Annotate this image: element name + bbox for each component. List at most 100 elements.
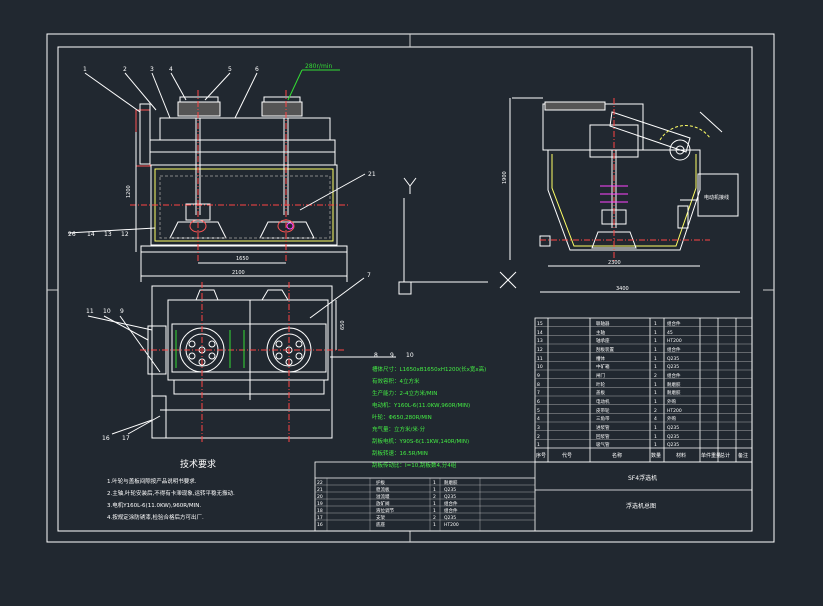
svg-text:2.主轴,叶轮安装后,不得有卡滞现象,运转平稳无振动.: 2.主轴,叶轮安装后,不得有卡滞现象,运转平稳无振动. xyxy=(107,489,235,497)
svg-text:组合件: 组合件 xyxy=(667,346,681,353)
side-view-magenta xyxy=(600,185,628,203)
svg-text:2: 2 xyxy=(123,66,127,73)
svg-text:皮带轮: 皮带轮 xyxy=(596,407,610,414)
svg-text:1: 1 xyxy=(654,425,657,431)
ucs-axis xyxy=(398,177,517,295)
svg-text:Q235: Q235 xyxy=(667,434,679,440)
svg-text:盖板: 盖板 xyxy=(596,389,605,396)
svg-text:名称: 名称 xyxy=(612,452,622,459)
svg-text:Q235: Q235 xyxy=(444,487,456,493)
svg-text:轴承座: 轴承座 xyxy=(596,337,610,344)
svg-text:5: 5 xyxy=(228,66,232,73)
svg-text:溢流堰: 溢流堰 xyxy=(376,493,390,500)
svg-text:电动机: 电动机 xyxy=(596,398,610,405)
svg-text:26: 26 xyxy=(68,231,76,238)
svg-text:14: 14 xyxy=(537,330,543,336)
svg-text:组合件: 组合件 xyxy=(667,320,681,327)
svg-text:1: 1 xyxy=(654,347,657,353)
svg-text:1200: 1200 xyxy=(126,185,132,198)
svg-text:9: 9 xyxy=(537,373,540,379)
svg-text:10: 10 xyxy=(537,364,543,370)
svg-text:4: 4 xyxy=(537,416,540,422)
svg-text:刮板转速：16.5R/MIN: 刮板转速：16.5R/MIN xyxy=(372,449,428,457)
svg-text:Q235: Q235 xyxy=(444,494,456,500)
svg-text:9: 9 xyxy=(120,308,124,315)
svg-text:刮板装置: 刮板装置 xyxy=(596,346,614,353)
svg-text:4: 4 xyxy=(654,416,657,422)
svg-text:液位调节: 液位调节 xyxy=(376,507,394,514)
plan-view-part-numbers: 11 10 9 16 17 7 8 9 10 650 xyxy=(86,272,414,442)
svg-text:闸门: 闸门 xyxy=(596,372,605,379)
svg-text:1.叶轮与盖板间隙按产品说明书要求.: 1.叶轮与盖板间隙按产品说明书要求. xyxy=(107,477,197,485)
svg-text:4: 4 xyxy=(169,66,173,73)
svg-text:刮板传动比：I=10,刮板数4,分4组: 刮板传动比：I=10,刮板数4,分4组 xyxy=(372,461,457,469)
speed-label: 280r/min xyxy=(305,63,332,70)
svg-text:放矿阀: 放矿阀 xyxy=(376,500,390,507)
front-view-part-numbers: 1 2 3 4 5 6 26 14 13 12 21 xyxy=(68,66,376,238)
svg-text:16: 16 xyxy=(317,522,323,528)
svg-text:2: 2 xyxy=(654,408,657,414)
svg-text:2300: 2300 xyxy=(608,260,621,266)
svg-text:1: 1 xyxy=(433,501,436,507)
svg-text:备注: 备注 xyxy=(738,452,748,459)
svg-text:17: 17 xyxy=(122,435,130,442)
svg-text:1: 1 xyxy=(433,480,436,486)
svg-text:8: 8 xyxy=(537,382,540,388)
svg-text:回浆管: 回浆管 xyxy=(596,433,610,440)
svg-text:10: 10 xyxy=(406,352,414,359)
inner-frame xyxy=(57,46,753,532)
svg-text:13: 13 xyxy=(537,338,543,344)
svg-text:4.按规定涂防锈漆,检验合格后方可出厂.: 4.按规定涂防锈漆,检验合格后方可出厂. xyxy=(107,513,204,521)
svg-text:1900: 1900 xyxy=(502,171,508,184)
svg-text:1: 1 xyxy=(433,508,436,514)
svg-text:1: 1 xyxy=(537,442,540,448)
tech-requirements-heading: 技术要求 xyxy=(180,458,216,470)
small-bom-grid xyxy=(315,478,535,531)
spec-list: 槽体尺寸：L1650xB1650xH1200(长x宽x高) 有效容积：4立方米 … xyxy=(372,365,486,469)
svg-text:护板: 护板 xyxy=(376,479,385,486)
svg-text:Q235: Q235 xyxy=(667,356,679,362)
svg-text:9: 9 xyxy=(390,352,394,359)
bom-table-rows xyxy=(535,326,752,440)
svg-text:叶轮: 叶轮 xyxy=(596,381,605,388)
svg-text:电动机：Y160L-6(11.0KW,960R/MIN): 电动机：Y160L-6(11.0KW,960R/MIN) xyxy=(372,401,470,409)
svg-text:7: 7 xyxy=(367,272,371,279)
svg-text:1: 1 xyxy=(654,382,657,388)
svg-text:组合件: 组合件 xyxy=(444,507,458,514)
svg-text:Q235: Q235 xyxy=(667,364,679,370)
svg-text:主轴: 主轴 xyxy=(596,329,605,336)
svg-text:14: 14 xyxy=(87,231,95,238)
svg-text:45: 45 xyxy=(667,330,673,336)
plan-view-green xyxy=(175,330,245,368)
svg-text:1: 1 xyxy=(654,390,657,396)
svg-text:2: 2 xyxy=(654,373,657,379)
svg-text:11: 11 xyxy=(537,356,543,362)
svg-text:1: 1 xyxy=(654,321,657,327)
svg-text:13: 13 xyxy=(104,231,112,238)
svg-text:2: 2 xyxy=(537,434,540,440)
svg-text:20: 20 xyxy=(317,494,323,500)
plan-view-centerlines xyxy=(140,282,346,442)
svg-text:12: 12 xyxy=(121,231,129,238)
svg-text:22: 22 xyxy=(317,480,323,486)
svg-text:650: 650 xyxy=(340,320,346,330)
svg-text:19: 19 xyxy=(317,501,323,507)
speed-leader xyxy=(287,69,340,101)
svg-text:HT200: HT200 xyxy=(444,522,459,528)
svg-text:材料: 材料 xyxy=(676,452,686,459)
svg-text:HT200: HT200 xyxy=(667,338,682,344)
svg-text:耐磨胶: 耐磨胶 xyxy=(667,389,681,396)
svg-text:耐磨胶: 耐磨胶 xyxy=(667,381,681,388)
svg-text:单件重量: 单件重量 xyxy=(701,452,721,459)
bom-table-grid xyxy=(534,317,753,463)
svg-text:序号: 序号 xyxy=(536,452,546,459)
svg-text:充气量：立方米/米·分: 充气量：立方米/米·分 xyxy=(372,425,426,433)
svg-text:吸气管: 吸气管 xyxy=(596,441,610,448)
svg-text:HT200: HT200 xyxy=(667,408,682,414)
svg-text:3: 3 xyxy=(150,66,154,73)
svg-text:生产能力：2-4立方米/MIN: 生产能力：2-4立方米/MIN xyxy=(372,389,437,397)
front-view-dims: 2100 1650 1200 xyxy=(126,185,249,276)
